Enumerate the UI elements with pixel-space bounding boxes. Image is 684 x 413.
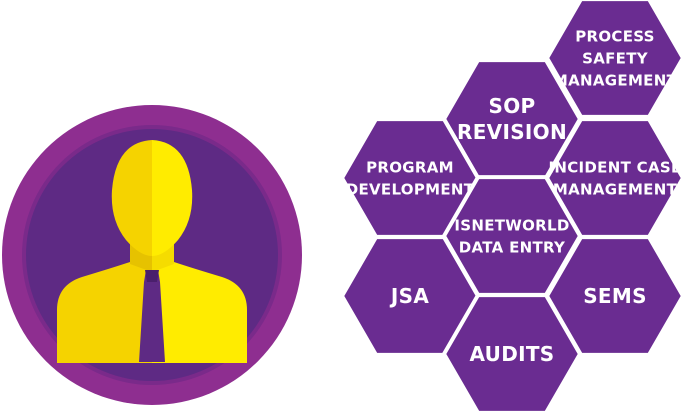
hexagon-label-line: DATA ENTRY bbox=[459, 238, 566, 256]
hexagon-program-development: PROGRAM DEVELOPMENT bbox=[340, 117, 480, 239]
hexagon-label-line: ISNETWORLD bbox=[454, 216, 569, 234]
hexagon-label-line: SEMS bbox=[583, 284, 647, 308]
person-torso-right bbox=[152, 262, 247, 363]
hexagon-label-line: SAFETY bbox=[582, 49, 649, 67]
hexagon-label-line: PROGRAM bbox=[366, 158, 454, 176]
person-head-left bbox=[111, 140, 152, 256]
hexagon-label-line: PROCESS bbox=[575, 27, 655, 45]
person-head-right bbox=[152, 140, 193, 256]
hexagon-label-line: REVISION bbox=[457, 120, 567, 144]
hexagon-process-safety-management: PROCESS SAFETY MANAGEMENT bbox=[545, 0, 684, 119]
hexagon-label-line: JSA bbox=[389, 284, 429, 308]
hexagon-label-line: SOP bbox=[489, 94, 536, 118]
person-torso-left bbox=[57, 262, 152, 363]
hexagon-label-line: AUDITS bbox=[470, 342, 555, 366]
hexagon-shape bbox=[545, 0, 684, 119]
hexagon-label-line: MANAGEMENT bbox=[553, 71, 678, 89]
hexagon-label-line: INCIDENT CASE bbox=[549, 158, 682, 176]
hexagon-label-line: DEVELOPMENT bbox=[346, 180, 475, 198]
hexagon-isnetworld-data-entry: ISNETWORLD DATA ENTRY bbox=[442, 175, 582, 297]
person-tie bbox=[139, 270, 165, 362]
person-with-tie-icon bbox=[57, 140, 247, 363]
hexagon-label-line: MANAGEMENT bbox=[553, 180, 678, 198]
person-tie-knot bbox=[145, 270, 159, 282]
avatar-badge bbox=[2, 105, 302, 405]
hexagon-incident-case-management: INCIDENT CASE MANAGEMENT bbox=[545, 117, 684, 239]
service-hexagons: PROCESSSAFETYMANAGEMENTSOPREVISIONPROGRA… bbox=[340, 0, 684, 413]
